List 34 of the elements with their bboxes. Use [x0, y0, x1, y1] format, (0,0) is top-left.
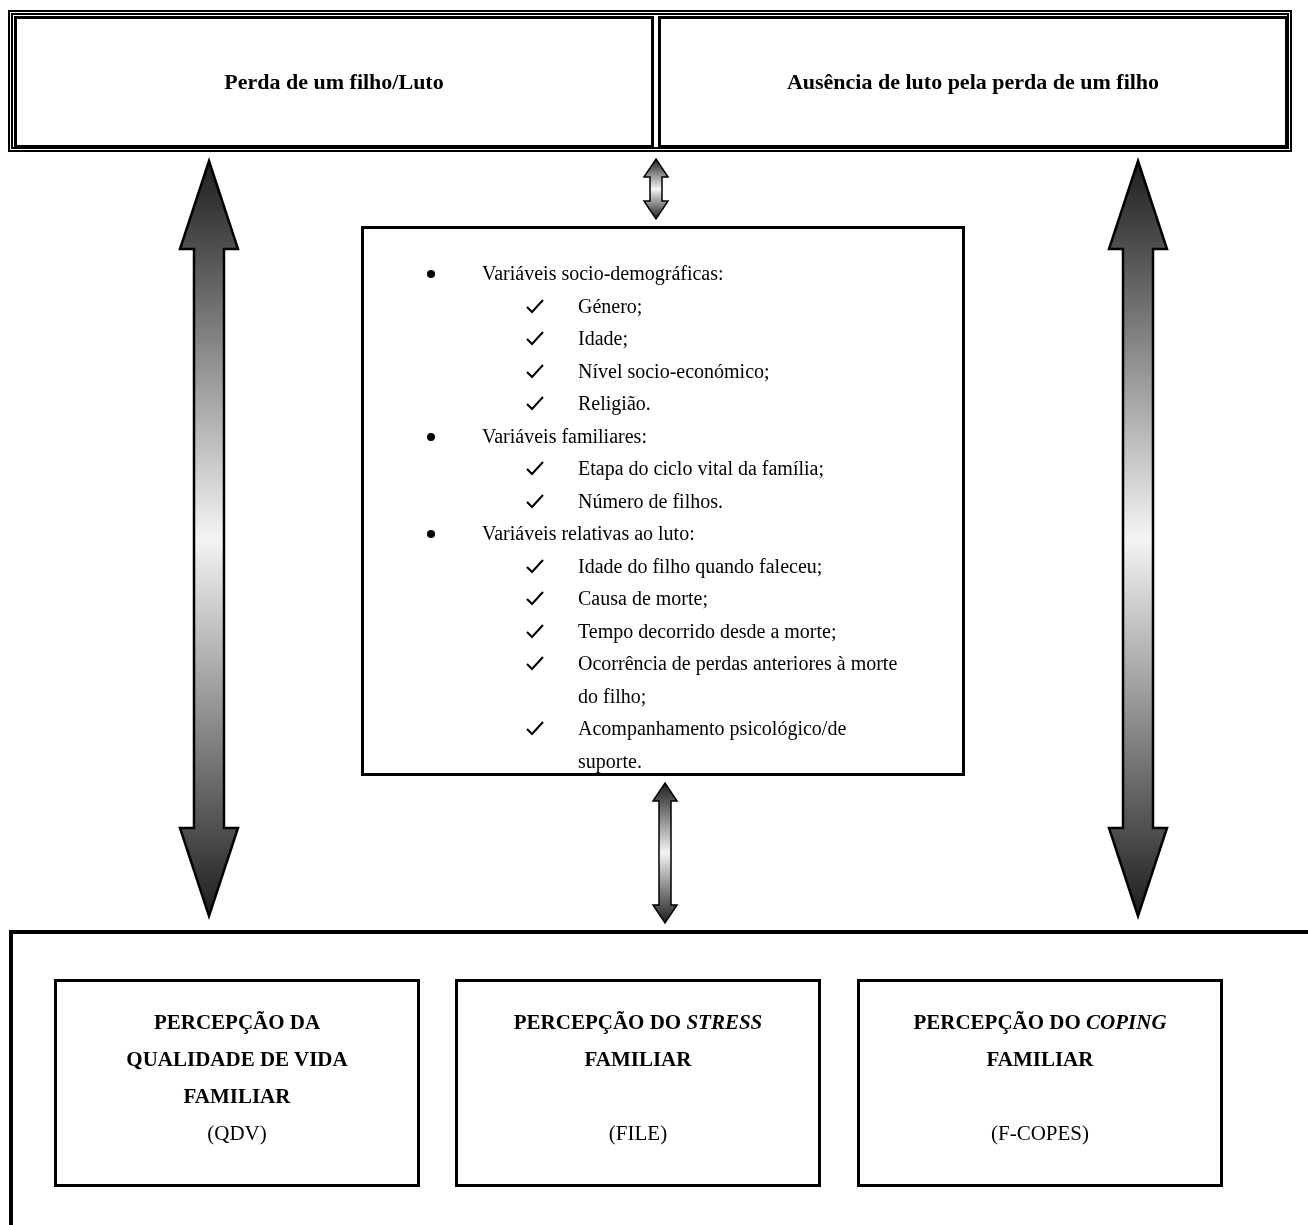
outcomes-frame [9, 930, 1308, 1225]
list-item-text: Género; [578, 293, 644, 319]
list-item-text: Variáveis familiares: [482, 423, 648, 449]
list-item-text: Nível socio-económico; [578, 358, 771, 384]
frame-box [8, 10, 1292, 152]
measure-box [455, 979, 821, 1187]
list-item-text: Tempo decorrido desde a morte; [578, 618, 838, 645]
measure-box [54, 979, 420, 1187]
list-item-text: Causa de morte; [578, 586, 709, 611]
double-arrow [642, 157, 670, 221]
measure-title: PERCEPÇÃO DO COPING FAMILIAR [912, 1009, 1168, 1073]
list-item-text: Idade; [578, 326, 629, 351]
list-item-text: Acompanhamento psicológico/de suporte. [578, 716, 848, 775]
variables-box [361, 226, 965, 776]
list-item-text: Idade do filho quando faleceu; [578, 553, 824, 580]
double-arrow [651, 781, 679, 925]
measure-title: PERCEPÇÃO DO STRESS FAMILIAR [512, 1009, 764, 1073]
measure-abbreviation: (QDV) [206, 1120, 268, 1147]
double-arrow [178, 157, 240, 920]
heading-text: Perda de um filho/Luto [223, 69, 445, 95]
list-item-text: Número de filhos. [578, 488, 724, 514]
double-arrow [1107, 157, 1169, 920]
measure-abbreviation: (FILE) [607, 1120, 669, 1147]
list-item-text: Religião. [578, 391, 652, 417]
header-box [14, 16, 654, 148]
list-item-text: Ocorrência de perdas anteriores à morte do filho; [578, 651, 899, 709]
list-item-text: Etapa do ciclo vital da família; [578, 456, 825, 482]
header-box [658, 16, 1288, 148]
list-item-text: Variáveis socio-demográficas: [482, 261, 725, 287]
heading-text: Ausência de luto pela perda de um filho [785, 69, 1161, 95]
measure-box [857, 979, 1223, 1187]
measure-title: PERCEPÇÃO DA QUALIDADE DE VIDA FAMILIAR [125, 1009, 349, 1110]
list-item-text: Variáveis relativas ao luto: [482, 521, 696, 546]
measure-abbreviation: (F-COPES) [990, 1120, 1090, 1147]
